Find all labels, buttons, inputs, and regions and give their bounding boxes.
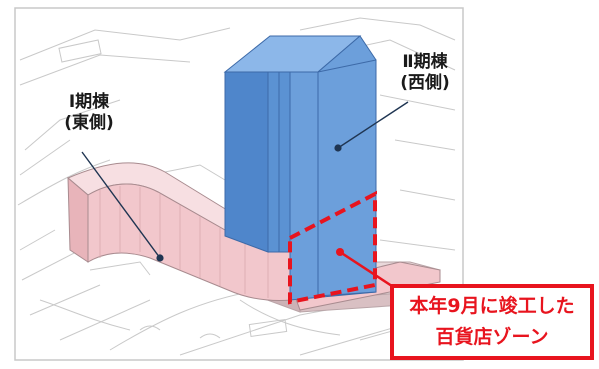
- leader-dot-callout: [336, 248, 344, 256]
- phase1-building-end: [67, 176, 89, 263]
- leader-line-phase2: [337, 101, 409, 149]
- leader-dot-phase1: [156, 254, 164, 262]
- phase1-facade-lines: [99, 186, 269, 298]
- leader-line-callout: [339, 250, 399, 292]
- leader-dot-phase2: [334, 144, 342, 152]
- label-phase2-line1: Ⅱ期棟: [402, 52, 448, 72]
- label-phase2-west-building: Ⅱ期棟 (西側): [370, 52, 480, 95]
- tower-left-face: [224, 71, 269, 253]
- callout-line1: 本年9月に竣工した: [409, 295, 575, 317]
- label-phase1-line2: (東側): [64, 113, 114, 134]
- leader-line-phase1: [81, 151, 161, 259]
- department-store-zone-highlight: [288, 190, 377, 305]
- label-phase2-line2: (西側): [400, 73, 450, 94]
- tower-right-face: [317, 59, 377, 297]
- label-phase1-line1: Ⅰ期棟: [68, 92, 110, 112]
- leader-lines: [81, 101, 409, 259]
- department-store-zone-callout: 本年9月に竣工した 百貨店ゾーン: [390, 284, 594, 360]
- label-phase1-east-building: Ⅰ期棟 (東側): [34, 92, 144, 135]
- callout-line2: 百貨店ゾーン: [435, 326, 549, 348]
